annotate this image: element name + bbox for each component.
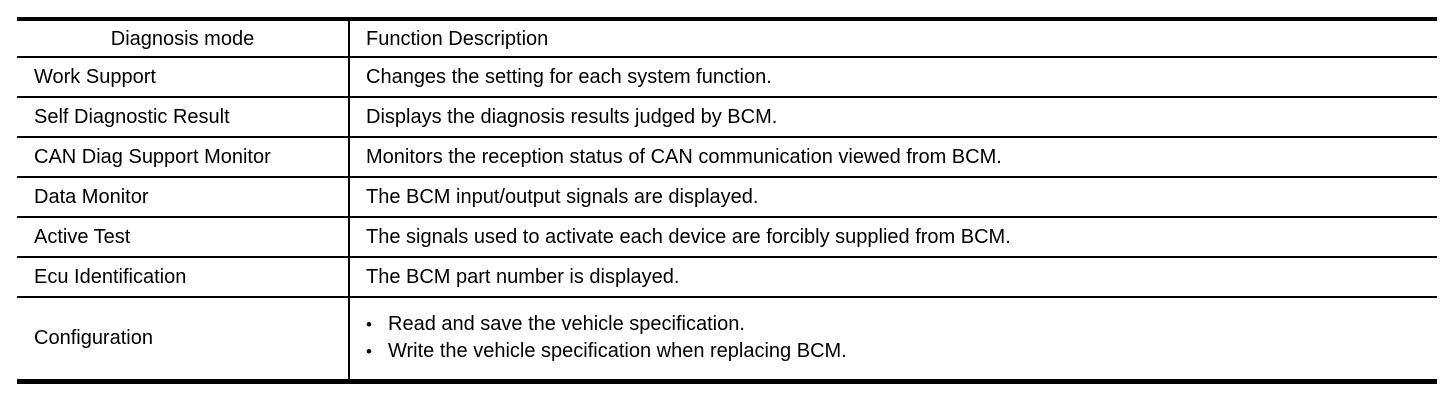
cell-function-description: Monitors the reception status of CAN com… [349,137,1437,178]
bullet-icon: • [366,315,372,335]
diagnosis-mode-table: Diagnosis mode Function Description Work… [17,17,1437,384]
bullet-list: • Read and save the vehicle specificatio… [366,307,1437,369]
column-header-diagnosis-mode: Diagnosis mode [17,19,350,58]
table-header-row: Diagnosis mode Function Description [17,19,1437,58]
table-row: Data Monitor The BCM input/output signal… [17,177,1437,218]
cell-diagnosis-mode: CAN Diag Support Monitor [17,137,350,178]
cell-function-description: Changes the setting for each system func… [349,57,1437,98]
table-row: Configuration • Read and save the vehicl… [17,297,1437,381]
cell-diagnosis-mode: Configuration [17,297,350,381]
cell-function-description: The signals used to activate each device… [349,217,1437,258]
cell-function-description: • Read and save the vehicle specificatio… [349,297,1437,381]
bullet-item: • Write the vehicle specification when r… [366,338,1437,365]
bullet-text: Read and save the vehicle specification. [388,313,745,336]
cell-diagnosis-mode: Active Test [17,217,350,258]
cell-diagnosis-mode: Data Monitor [17,177,350,218]
bullet-item: • Read and save the vehicle specificatio… [366,311,1437,338]
cell-diagnosis-mode: Ecu Identification [17,257,350,298]
cell-diagnosis-mode: Self Diagnostic Result [17,97,350,138]
table-row: Work Support Changes the setting for eac… [17,57,1437,98]
cell-function-description: Displays the diagnosis results judged by… [349,97,1437,138]
bullet-text: Write the vehicle specification when rep… [388,340,847,363]
cell-diagnosis-mode: Work Support [17,57,350,98]
cell-function-description: The BCM part number is displayed. [349,257,1437,298]
table-row: Ecu Identification The BCM part number i… [17,257,1437,298]
table-row: Active Test The signals used to activate… [17,217,1437,258]
table-row: Self Diagnostic Result Displays the diag… [17,97,1437,138]
column-header-function-description: Function Description [349,19,1437,58]
cell-function-description: The BCM input/output signals are display… [349,177,1437,218]
bullet-icon: • [366,342,372,362]
table-row: CAN Diag Support Monitor Monitors the re… [17,137,1437,178]
